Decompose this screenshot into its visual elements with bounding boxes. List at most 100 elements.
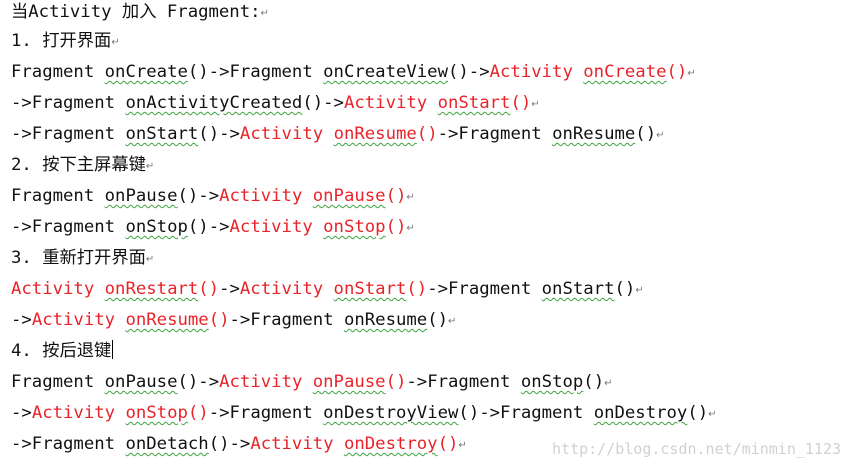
text-run: ->Fragment xyxy=(11,93,126,113)
text-run: Fragment xyxy=(11,372,105,392)
lifecycle-line: ->Fragment onStop()->Activity onStop()↵ xyxy=(11,212,851,243)
method-name-text: onPause xyxy=(104,186,178,206)
text-run: ()-> xyxy=(302,93,344,113)
lifecycle-line: ->Activity onResume()->Fragment onResume… xyxy=(11,305,851,336)
text-run: 3. 重新打开界面 xyxy=(11,248,146,268)
lifecycle-line: Activity onRestart()->Activity onStart()… xyxy=(11,274,851,305)
text-run: -> xyxy=(219,279,240,299)
text-run: Activity xyxy=(219,372,313,392)
text-run: () xyxy=(187,403,209,423)
paragraph-mark-icon: ↵ xyxy=(145,254,155,265)
text-run: () xyxy=(385,372,407,392)
text-run: ()->Fragment xyxy=(187,62,324,82)
text-run: () xyxy=(198,279,220,299)
text-run: 当Activity 加入 Fragment: xyxy=(11,2,261,22)
text-run: ->Fragment xyxy=(11,124,126,144)
method-name-text: onStop xyxy=(323,217,386,237)
method-name-text: onResume xyxy=(333,124,417,144)
text-run: () xyxy=(614,279,636,299)
method-name-text: onStop xyxy=(125,217,188,237)
text-run: Activity xyxy=(343,93,438,113)
lifecycle-line: ->Activity onStop()->Fragment onDestroyV… xyxy=(11,398,851,429)
method-name-text: onStart xyxy=(437,93,511,113)
text-run: () xyxy=(635,124,657,144)
text-run: Activity xyxy=(31,403,126,423)
paragraph-mark-icon: ↵ xyxy=(708,409,717,420)
paragraph-mark-icon: ↵ xyxy=(687,68,696,79)
text-run: () xyxy=(416,124,438,144)
method-name-text: onPause xyxy=(312,372,386,392)
text-run: () xyxy=(427,310,448,330)
text-run: () xyxy=(583,372,605,392)
text-run: ->Fragment xyxy=(11,434,126,454)
method-name-text: onStop xyxy=(125,403,188,423)
method-name-text: onResume xyxy=(125,310,209,330)
method-name-text: onStart xyxy=(333,279,407,299)
text-run: -> xyxy=(11,403,32,423)
document-body: 当Activity 加入 Fragment:↵1. 打开界面↵Fragment … xyxy=(11,0,851,460)
method-name-text: onRestart xyxy=(104,279,199,299)
text-run: Activity xyxy=(229,217,324,237)
paragraph-mark-icon: ↵ xyxy=(111,37,120,48)
paragraph-mark-icon: ↵ xyxy=(531,99,540,110)
text-run: 4. 按后退键 xyxy=(11,341,112,361)
text-run: -> xyxy=(11,310,32,330)
lifecycle-line: ->Fragment onStart()->Activity onResume(… xyxy=(11,119,851,150)
watermark-url: http://blog.csdn.net/minmin_1123 xyxy=(552,440,841,458)
text-run: 2. 按下主屏幕键 xyxy=(11,155,146,175)
method-name-text: onDestroy xyxy=(593,403,688,423)
text-run: Fragment xyxy=(11,62,105,82)
lifecycle-line: Fragment onCreate()->Fragment onCreateVi… xyxy=(11,57,851,88)
text-run: ->Fragment xyxy=(229,310,344,330)
text-run: Activity xyxy=(489,62,584,82)
lifecycle-line: ->Fragment onDetach()->Activity onDestro… xyxy=(11,429,851,460)
text-run: ->Fragment xyxy=(208,403,324,423)
paragraph-mark-icon: ↵ xyxy=(260,8,269,19)
lifecycle-line: ->Fragment onActivityCreated()->Activity… xyxy=(11,88,851,119)
text-run: ()-> xyxy=(448,62,490,82)
text-run: () xyxy=(385,217,407,237)
text-run: ->Fragment xyxy=(437,124,553,144)
method-name-text: onDestroy xyxy=(343,434,438,454)
text-run: ()->Fragment xyxy=(458,403,594,423)
text-run: ->Fragment xyxy=(11,217,126,237)
text-run: ()-> xyxy=(177,372,220,392)
text-run: 1. 打开界面 xyxy=(11,31,112,51)
text-run: ()-> xyxy=(187,217,230,237)
paragraph-mark-icon: ↵ xyxy=(145,161,155,172)
method-name-text: onPause xyxy=(104,372,178,392)
lifecycle-line: Fragment onPause()->Activity onPause()↵ xyxy=(11,181,851,212)
text-run: () xyxy=(437,434,459,454)
text-run: ()-> xyxy=(198,124,240,144)
text-run: Activity xyxy=(250,434,344,454)
section-heading: 4. 按后退键 xyxy=(11,336,851,367)
method-name-text: onStart xyxy=(125,124,199,144)
paragraph-mark-icon: ↵ xyxy=(604,378,613,389)
text-run: () xyxy=(385,186,407,206)
paragraph-mark-icon: ↵ xyxy=(656,130,665,141)
text-run: ->Fragment xyxy=(406,372,521,392)
text-run: () xyxy=(406,279,428,299)
method-name-text: onCreate xyxy=(104,62,188,82)
text-run: Activity xyxy=(219,186,313,206)
text-run: () xyxy=(208,310,230,330)
method-name-text: onCreate xyxy=(583,62,667,82)
text-run: Activity xyxy=(239,124,334,144)
text-run: () xyxy=(687,403,709,423)
section-heading: 2. 按下主屏幕键↵ xyxy=(11,150,851,181)
lifecycle-line: Fragment onPause()->Activity onPause()->… xyxy=(11,367,851,398)
text-run: () xyxy=(666,62,688,82)
text-cursor xyxy=(112,340,114,359)
text-run: ()-> xyxy=(177,186,220,206)
paragraph-mark-icon: ↵ xyxy=(635,285,644,296)
text-run: ->Fragment xyxy=(427,279,542,299)
method-name-text: onResume xyxy=(343,310,428,330)
text-run: Activity xyxy=(239,279,334,299)
text-run: ()-> xyxy=(208,434,251,454)
text-run: Fragment xyxy=(11,186,105,206)
text-run: () xyxy=(510,93,532,113)
method-name-text: onDetach xyxy=(125,434,209,454)
paragraph-mark-icon: ↵ xyxy=(458,440,467,451)
method-name-text: onCreateView xyxy=(323,62,448,82)
method-name-text: onActivityCreated xyxy=(125,93,303,113)
